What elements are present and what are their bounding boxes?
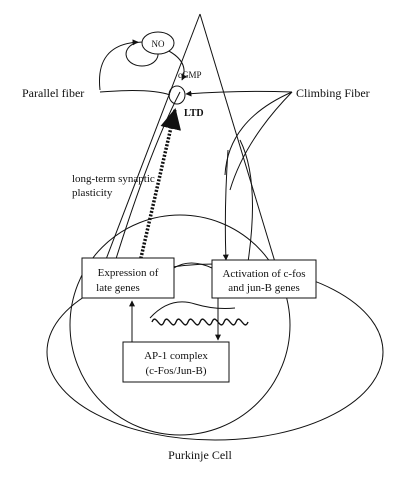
- ap1-box-label-line2: (c-Fos/Jun-B): [145, 365, 206, 377]
- parallel-fiber-label: Parallel fiber: [22, 86, 84, 100]
- cgmp-label: cGMP: [178, 70, 202, 80]
- climbing-to-activation-arrow: [222, 149, 229, 261]
- expression-box-label-line2: late genes: [96, 282, 140, 294]
- no-node: [141, 31, 175, 55]
- dna-helix: [151, 318, 249, 326]
- dna-helix-strand-2: [149, 301, 236, 319]
- plasticity-label-line2: plasticity: [72, 187, 113, 199]
- box-connector: [173, 262, 213, 269]
- no-label: NO: [152, 39, 165, 49]
- climbing-fiber-branch-1: [224, 91, 293, 176]
- climbing-fiber-label: Climbing Fiber: [296, 86, 370, 100]
- parallel-fiber-line: [99, 90, 171, 96]
- expression-box: [81, 257, 175, 299]
- ltd-label: LTD: [184, 108, 204, 119]
- no-to-ltd-arrow: [166, 49, 187, 81]
- activation-box-label-line1: Activation of c-fos: [222, 268, 305, 280]
- expression-box-label-line1: Expression of: [98, 267, 159, 279]
- climbing-fiber-branch-3: [239, 139, 253, 263]
- long-term-plasticity-arrow: [138, 107, 181, 263]
- ap1-box-label-line1: AP-1 complex: [144, 350, 208, 362]
- ap1-box: [122, 341, 230, 383]
- climbing-fiber-branch-2: [229, 91, 293, 191]
- parallel-to-no-arrow: [98, 39, 139, 91]
- activation-box: [211, 259, 317, 299]
- climbing-fiber-line: [185, 90, 293, 97]
- purkinje-cell-label: Purkinje Cell: [168, 448, 232, 462]
- dendrite-outline-left-outer: [114, 91, 181, 263]
- dendrite-outline-left: [104, 13, 201, 263]
- activation-box-label-line2: and jun-B genes: [228, 282, 299, 294]
- ltd-site: [168, 85, 186, 105]
- plasticity-label-line1: long-term synaptic: [72, 173, 155, 185]
- nucleus: [69, 214, 291, 436]
- dendrite-outline-right: [199, 13, 276, 263]
